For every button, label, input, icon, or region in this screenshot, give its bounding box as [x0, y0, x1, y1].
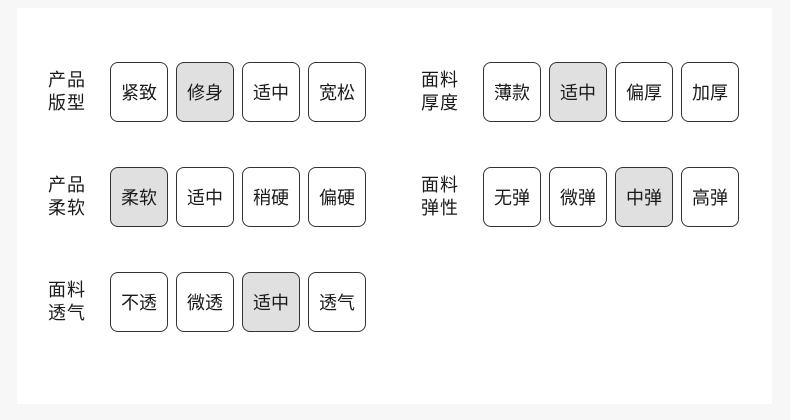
option-group-product-fit: 产品 版型 紧致 修身 适中 宽松 [48, 62, 366, 122]
group-label-line: 柔软 [48, 198, 86, 218]
group-label-line: 产品 [48, 175, 86, 195]
option-button[interactable]: 宽松 [308, 62, 366, 122]
option-button[interactable]: 柔软 [110, 167, 168, 227]
group-label-product-softness: 产品 柔软 [48, 174, 94, 220]
option-button[interactable]: 加厚 [681, 62, 739, 122]
options-row: 无弹 微弹 中弹 高弹 [483, 167, 739, 227]
option-button[interactable]: 中弹 [615, 167, 673, 227]
option-button[interactable]: 偏厚 [615, 62, 673, 122]
column-right: 面料 厚度 薄款 适中 偏厚 加厚 面料 弹性 无弹 微弹 中 [421, 62, 739, 332]
options-row: 薄款 适中 偏厚 加厚 [483, 62, 739, 122]
option-button[interactable]: 适中 [176, 167, 234, 227]
option-button[interactable]: 高弹 [681, 167, 739, 227]
option-button[interactable]: 适中 [549, 62, 607, 122]
group-label-line: 厚度 [421, 93, 459, 113]
option-button[interactable]: 偏硬 [308, 167, 366, 227]
options-row: 柔软 适中 稍硬 偏硬 [110, 167, 366, 227]
group-label-line: 面料 [421, 175, 459, 195]
option-group-fabric-elasticity: 面料 弹性 无弹 微弹 中弹 高弹 [421, 167, 739, 227]
option-button[interactable]: 适中 [242, 272, 300, 332]
option-button[interactable]: 不透 [110, 272, 168, 332]
group-label-product-fit: 产品 版型 [48, 69, 94, 115]
attribute-panel: 产品 版型 紧致 修身 适中 宽松 产品 柔软 柔软 适中 稍 [17, 8, 772, 404]
group-label-fabric-elasticity: 面料 弹性 [421, 174, 467, 220]
group-label-fabric-breathability: 面料 透气 [48, 279, 94, 325]
column-left: 产品 版型 紧致 修身 适中 宽松 产品 柔软 柔软 适中 稍 [48, 62, 366, 332]
group-label-line: 产品 [48, 70, 86, 90]
option-button[interactable]: 微透 [176, 272, 234, 332]
group-label-line: 透气 [48, 303, 86, 323]
option-button[interactable]: 稍硬 [242, 167, 300, 227]
group-label-line: 面料 [48, 280, 86, 300]
option-group-fabric-thickness: 面料 厚度 薄款 适中 偏厚 加厚 [421, 62, 739, 122]
option-group-fabric-breathability: 面料 透气 不透 微透 适中 透气 [48, 272, 366, 332]
options-row: 不透 微透 适中 透气 [110, 272, 366, 332]
option-button[interactable]: 微弹 [549, 167, 607, 227]
options-row: 紧致 修身 适中 宽松 [110, 62, 366, 122]
group-label-fabric-thickness: 面料 厚度 [421, 69, 467, 115]
option-group-product-softness: 产品 柔软 柔软 适中 稍硬 偏硬 [48, 167, 366, 227]
group-label-line: 面料 [421, 70, 459, 90]
option-button[interactable]: 适中 [242, 62, 300, 122]
attribute-columns: 产品 版型 紧致 修身 适中 宽松 产品 柔软 柔软 适中 稍 [17, 8, 772, 332]
option-button[interactable]: 无弹 [483, 167, 541, 227]
option-button[interactable]: 薄款 [483, 62, 541, 122]
option-button[interactable]: 透气 [308, 272, 366, 332]
group-label-line: 弹性 [421, 198, 459, 218]
option-button[interactable]: 紧致 [110, 62, 168, 122]
option-button[interactable]: 修身 [176, 62, 234, 122]
group-label-line: 版型 [48, 93, 86, 113]
